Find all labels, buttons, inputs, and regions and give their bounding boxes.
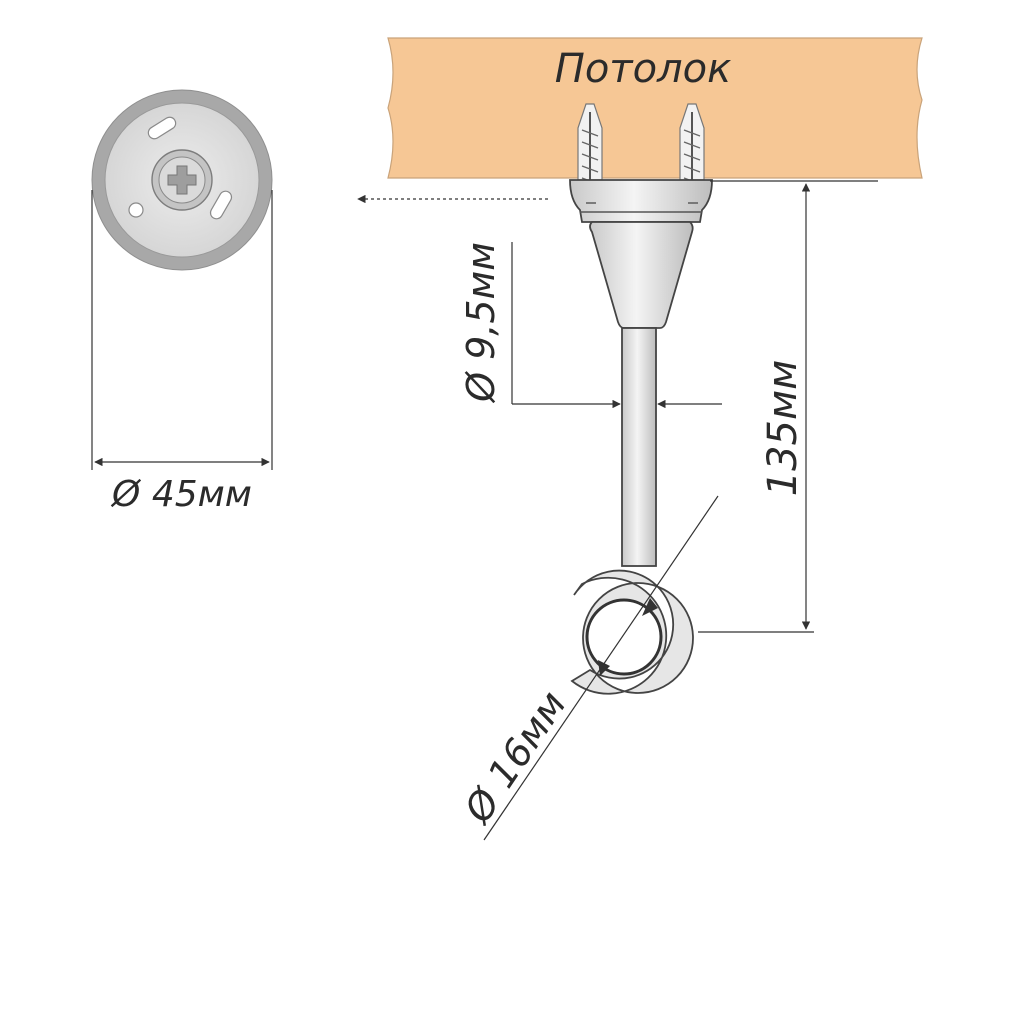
base-hole [128,202,144,218]
ceiling: Потолок [387,37,923,179]
curtain-rod-section [585,598,663,676]
dimension-lines [91,180,878,841]
base-diameter-label: Ø 45мм [110,474,252,515]
base-slot-2 [209,190,233,220]
bracket-taper-cone [589,221,694,329]
screw-right [679,103,705,197]
bracket-rod [621,327,657,567]
rod-diameter-label: Ø 9,5мм [459,242,503,404]
bracket-side-view [569,179,713,695]
base-top-view [91,89,273,271]
base-slot-1 [147,116,177,140]
ceiling-label: Потолок [555,46,732,92]
phillips-cross-icon [167,165,197,195]
bracket-base-flange [569,179,713,223]
height-label: 135мм [760,360,806,497]
ceiling-board [387,37,923,179]
ring-diameter-label: Ø 16мм [455,683,575,832]
